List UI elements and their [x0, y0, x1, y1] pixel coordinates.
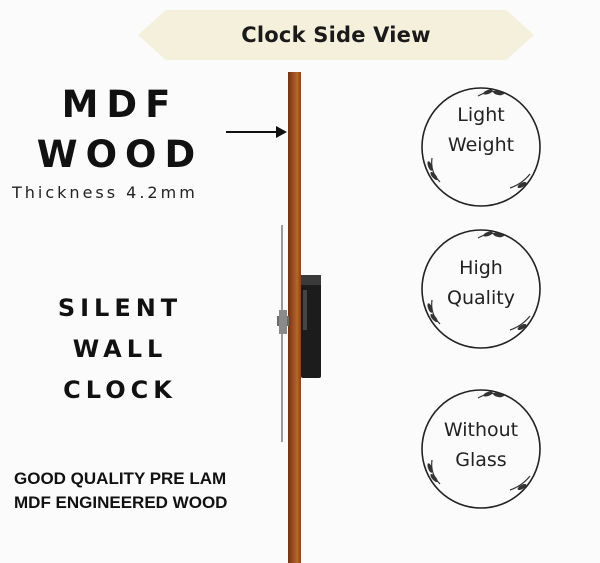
- badge-without-glass: Without Glass: [418, 386, 544, 512]
- product-title: SILENT WALL CLOCK: [40, 288, 200, 411]
- header-banner: Clock Side View: [138, 10, 534, 60]
- clock-movement-icon: [277, 225, 321, 442]
- badge-3-line2: Glass: [455, 449, 507, 471]
- badge-2-line1: High: [459, 257, 503, 279]
- quality-line1: GOOD QUALITY PRE LAM: [14, 469, 227, 488]
- material-title: MDF WOOD: [30, 80, 210, 180]
- laurel-circle-icon: [421, 87, 541, 207]
- badge-3-line1: Without: [443, 419, 519, 441]
- quality-line2: MDF ENGINEERED WOOD: [14, 493, 228, 512]
- arrow-right-icon: [226, 126, 287, 138]
- laurel-circle-icon: [421, 229, 541, 349]
- badge-2-line2: Quality: [447, 287, 515, 309]
- thickness-label: Thickness 4.2mm: [12, 183, 198, 202]
- product-line3: CLOCK: [63, 376, 177, 404]
- banner-title: Clock Side View: [241, 23, 431, 47]
- badge-1-line2: Weight: [447, 134, 515, 156]
- badge-high-quality: High Quality: [418, 226, 544, 352]
- material-title-line1: MDF: [61, 83, 179, 126]
- quality-note: GOOD QUALITY PRE LAM MDF ENGINEERED WOOD: [14, 467, 284, 515]
- product-line2: WALL: [72, 335, 168, 363]
- product-line1: SILENT: [57, 294, 183, 322]
- material-title-line2: WOOD: [36, 133, 204, 176]
- badge-1-line1: Light: [457, 104, 505, 126]
- laurel-circle-icon: [421, 389, 541, 509]
- mdf-board-side: [288, 72, 301, 563]
- badge-light-weight: Light Weight: [418, 84, 544, 210]
